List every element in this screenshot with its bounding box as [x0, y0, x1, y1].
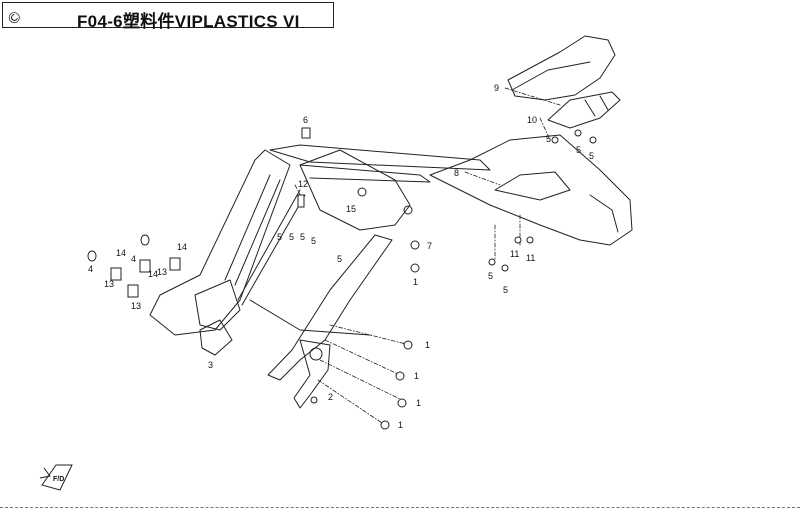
callout-6: 6 — [303, 115, 308, 125]
callout-4: 4 — [131, 254, 136, 264]
bolt-6 — [301, 127, 311, 139]
callout-11: 11 — [510, 249, 519, 259]
part-10-ribs — [584, 95, 609, 117]
screw-1d — [380, 420, 390, 430]
clip-11b — [526, 236, 534, 244]
bolt-4a — [87, 250, 97, 262]
callout-1: 1 — [416, 398, 421, 408]
collar-14a — [139, 259, 151, 273]
screw-5-rear-b — [574, 129, 582, 137]
callout-13: 13 — [131, 301, 141, 311]
callout-14: 14 — [116, 248, 126, 258]
direction-badge-label: F/D — [53, 476, 64, 483]
screw-5-low-a — [488, 258, 496, 266]
callout-5: 5 — [488, 271, 493, 281]
leader-10 — [539, 117, 551, 141]
callout-9: 9 — [494, 83, 499, 93]
callout-5: 5 — [503, 285, 508, 295]
title-box: © F04-6塑料件VIPLASTICS VI — [2, 2, 334, 31]
callout-5: 5 — [337, 254, 342, 264]
diagram-title: F04-6塑料件VIPLASTICS VI — [77, 12, 300, 31]
screw-5-rear-c — [589, 136, 597, 144]
callout-2: 2 — [328, 392, 333, 402]
screw-1a — [403, 340, 413, 350]
hub-bolt-2 — [403, 205, 413, 215]
bottom-border — [0, 507, 800, 508]
screw-1c — [397, 398, 407, 408]
callout-1: 1 — [414, 371, 419, 381]
bolt-4b — [140, 234, 150, 246]
callout-5: 5 — [589, 151, 594, 161]
cable-1 — [237, 189, 306, 306]
part-8-fender — [429, 134, 633, 246]
cable-2 — [249, 299, 371, 336]
part-3-lug — [199, 319, 233, 356]
hub-bolt-1 — [357, 187, 367, 197]
collar-14b — [169, 257, 181, 271]
leader-8 — [464, 171, 501, 186]
callout-8: 8 — [454, 168, 459, 178]
side-rail-mid — [299, 164, 431, 183]
part-2-foot — [293, 339, 331, 409]
screw-1b — [395, 371, 405, 381]
leader-12 — [294, 184, 304, 201]
callout-10: 10 — [527, 115, 537, 125]
callout-12: 12 — [298, 179, 308, 189]
callout-1: 1 — [398, 420, 403, 430]
callout-5: 5 — [300, 232, 305, 242]
part-2-hole — [309, 347, 323, 361]
callout-5: 5 — [546, 134, 551, 144]
callout-3: 3 — [208, 360, 213, 370]
part-2-hole-b — [310, 396, 318, 404]
callout-5: 5 — [311, 236, 316, 246]
callout-4: 4 — [88, 264, 93, 274]
part-9-edge — [511, 61, 591, 91]
screw-5-low-b — [501, 264, 509, 272]
side-rail-top — [269, 144, 491, 171]
bolt-12 — [297, 194, 305, 208]
frame-arm — [149, 149, 291, 336]
clip-7 — [410, 240, 420, 250]
callout-14: 14 — [177, 242, 187, 252]
center-hub — [299, 149, 411, 231]
collar-13b — [127, 284, 139, 298]
callout-7: 7 — [427, 241, 432, 251]
callout-15: 15 — [346, 204, 356, 214]
part-8-inner — [494, 171, 571, 201]
callout-11: 11 — [526, 253, 535, 263]
part-2-strap — [267, 234, 393, 381]
collar-13a — [110, 267, 122, 281]
callout-1: 1 — [413, 277, 418, 287]
callout-14: 14 — [148, 269, 158, 279]
part-10-plate — [547, 91, 621, 129]
callout-5: 5 — [576, 145, 581, 155]
callout-5: 5 — [289, 232, 294, 242]
part-8-detail — [589, 194, 619, 233]
screw-5-rear-a — [551, 136, 559, 144]
direction-badge-icon: F/D — [39, 464, 73, 491]
screw-1e — [410, 263, 420, 273]
frame-arm-inner — [224, 174, 281, 286]
callout-13: 13 — [104, 279, 114, 289]
part-9-cover — [507, 35, 616, 101]
callout-5: 5 — [277, 232, 282, 242]
clip-11a — [514, 236, 522, 244]
callout-13: 13 — [157, 267, 167, 277]
callout-1: 1 — [425, 340, 430, 350]
leader-9 — [504, 87, 561, 106]
frame-knuckle — [194, 279, 241, 331]
